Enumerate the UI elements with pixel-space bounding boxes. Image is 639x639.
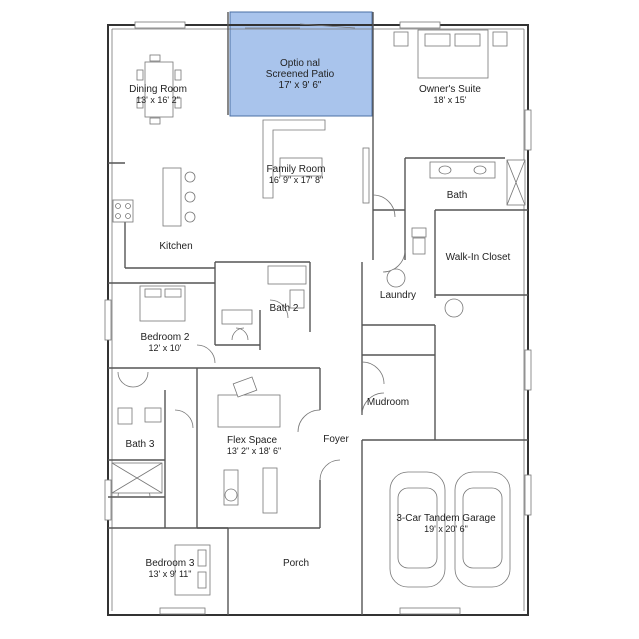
bath2-label: Bath 2 bbox=[270, 303, 299, 314]
patio-dims: 17' x 9' 6" bbox=[279, 80, 322, 91]
bath3-fixtures bbox=[111, 407, 163, 494]
dining-room-label: Dining Room bbox=[129, 84, 187, 95]
foyer-label: Foyer bbox=[323, 434, 349, 445]
owners-bath-fixtures bbox=[411, 159, 526, 255]
garage-label: 3-Car Tandem Garage bbox=[396, 513, 496, 524]
laundry-label: Laundry bbox=[380, 290, 416, 301]
garage-dims: 19' x 20' 6" bbox=[424, 524, 468, 534]
laundry-appliances bbox=[386, 268, 464, 318]
bath2-fixtures bbox=[221, 265, 307, 325]
owners-bed bbox=[393, 29, 508, 79]
patio-label-line1: Optio nal bbox=[280, 58, 320, 69]
flex-space-dims: 13' 2" x 18' 6" bbox=[227, 446, 281, 456]
bedroom3-dims: 13' x 9' 11" bbox=[149, 569, 192, 579]
flex-space-label: Flex Space bbox=[227, 435, 277, 446]
flex-furniture bbox=[217, 376, 281, 514]
bedroom2-bed bbox=[139, 285, 186, 322]
kitchen-island bbox=[112, 167, 196, 227]
interior-walls bbox=[108, 12, 528, 615]
walk-in-closet-label: Walk-In Closet bbox=[446, 252, 511, 263]
porch-label: Porch bbox=[283, 558, 309, 569]
bath-label: Bath bbox=[447, 190, 468, 201]
dining-table bbox=[136, 54, 182, 125]
owners-suite-label: Owner's Suite bbox=[419, 84, 481, 95]
patio-label-line2: Screened Patio bbox=[266, 69, 335, 80]
bedroom2-label: Bedroom 2 bbox=[141, 332, 190, 343]
mudroom-label: Mudroom bbox=[367, 397, 409, 408]
family-room-dims: 16' 9" x 17' 8" bbox=[269, 175, 323, 185]
room-labels: Dining Room 13' x 16' 2" Optio nal Scree… bbox=[126, 58, 511, 579]
bath3-label: Bath 3 bbox=[126, 439, 155, 450]
bedroom2-dims: 12' x 10' bbox=[149, 343, 182, 353]
dining-room-dims: 13' x 16' 2" bbox=[136, 95, 180, 105]
bedroom3-label: Bedroom 3 bbox=[146, 558, 195, 569]
patio-sliding-door bbox=[245, 23, 356, 29]
bedroom3-bed bbox=[174, 544, 211, 596]
kitchen-label: Kitchen bbox=[159, 241, 192, 252]
family-room-label: Family Room bbox=[267, 164, 326, 175]
owners-suite-dims: 18' x 15' bbox=[434, 95, 467, 105]
family-room-sofa bbox=[262, 119, 370, 204]
garage-cars bbox=[389, 471, 511, 588]
